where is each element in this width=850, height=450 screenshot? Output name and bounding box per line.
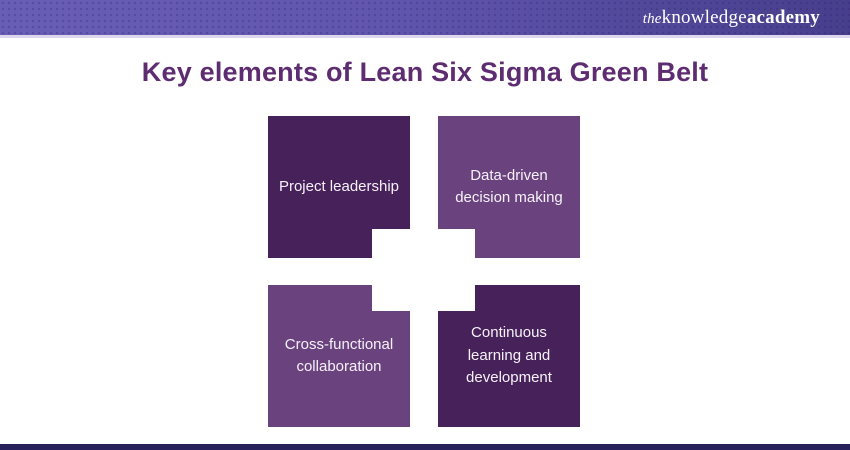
quadrant-label: Continuous learning and development bbox=[466, 324, 552, 387]
bottom-strip bbox=[0, 444, 850, 450]
brand-logo-knowledge: knowledge bbox=[661, 6, 747, 28]
quadrant-label: Project leadership bbox=[278, 177, 400, 195]
quadrant-project-leadership: Project leadership bbox=[268, 116, 410, 258]
top-banner: theknowledgeacademy bbox=[0, 0, 850, 38]
quadrant-label: Cross-functional collaboration bbox=[284, 335, 394, 376]
center-plus-shape bbox=[372, 229, 475, 311]
brand-logo-academy: academy bbox=[746, 6, 820, 28]
page-title: Key elements of Lean Six Sigma Green Bel… bbox=[141, 57, 709, 87]
brand-logo: theknowledgeacademy bbox=[643, 7, 820, 29]
quadrant-label: Data-driven decision making bbox=[455, 166, 563, 207]
brand-logo-the: the bbox=[642, 10, 662, 27]
